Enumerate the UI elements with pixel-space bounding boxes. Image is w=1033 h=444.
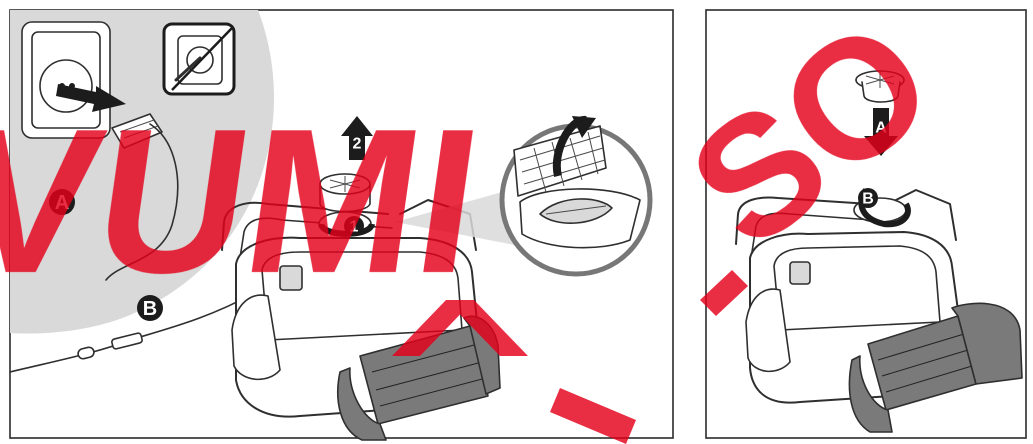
zoom-detail	[502, 116, 650, 274]
no-plug-icon	[164, 24, 234, 94]
watermark-text-left: VUMI	[0, 86, 493, 316]
